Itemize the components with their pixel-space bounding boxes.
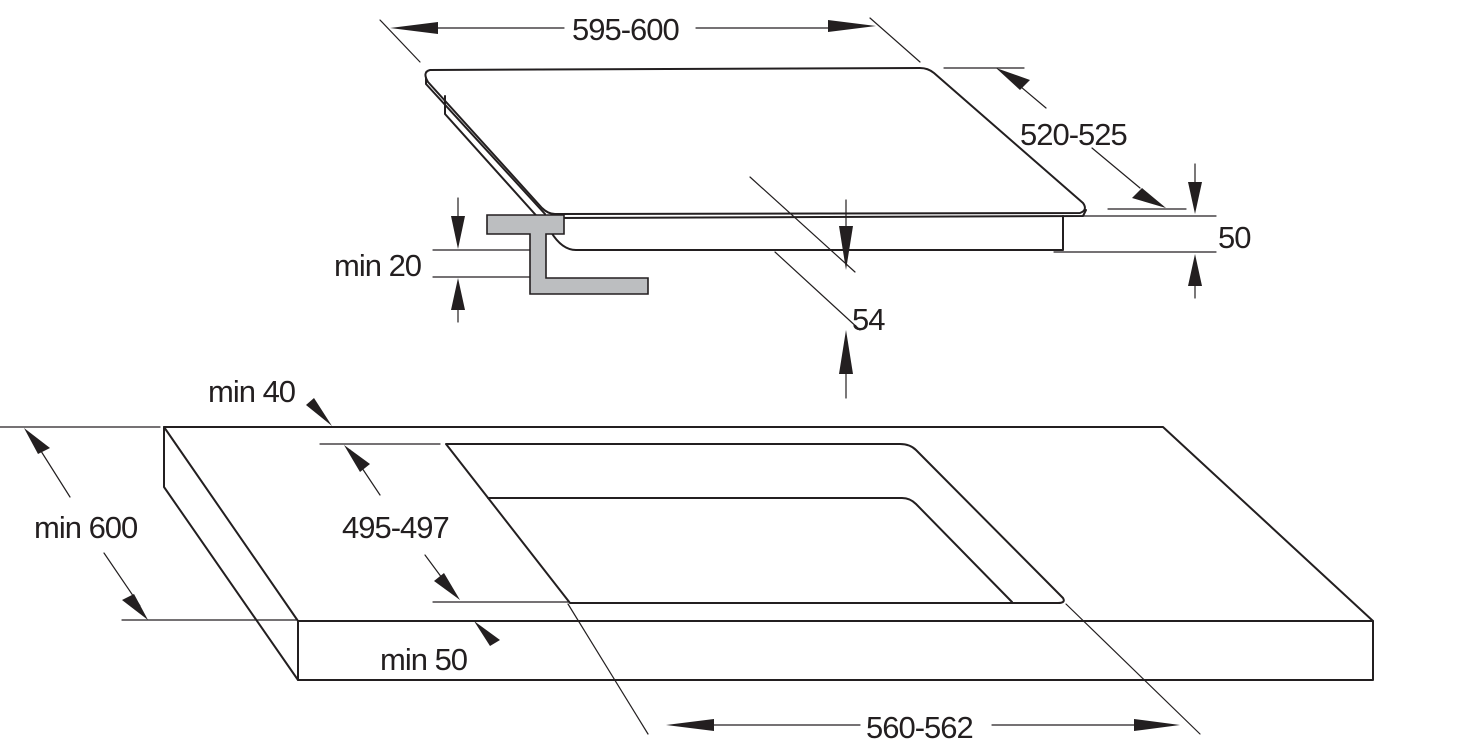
label-rear-margin: min 40 xyxy=(208,374,296,409)
cutout-inner-edge xyxy=(487,497,1013,603)
cutout-outline xyxy=(445,443,1065,604)
label-clearance: 54 xyxy=(852,302,885,337)
dim-cutout-width: 560-562 xyxy=(567,603,1201,745)
dim-cutout-depth: 495-497 xyxy=(342,445,569,603)
dim-hob-depth: 520-525 xyxy=(943,67,1187,210)
dim-clearance: 54 xyxy=(749,176,886,399)
label-bracket-min: min 20 xyxy=(334,248,422,283)
dim-hob-height: 50 xyxy=(1053,163,1252,299)
dim-front-margin: min 50 xyxy=(380,621,500,677)
label-cutout-depth: 495-497 xyxy=(342,510,449,545)
hob-glass-edge xyxy=(425,77,546,215)
worktop-front xyxy=(297,620,1374,681)
dim-bracket-min: min 20 xyxy=(334,197,531,323)
label-hob-height: 50 xyxy=(1218,220,1251,255)
dim-hob-width: 595-600 xyxy=(379,12,921,63)
mounting-bracket xyxy=(486,214,649,295)
label-front-margin: min 50 xyxy=(380,642,468,677)
worktop-side xyxy=(163,426,299,681)
dim-rear-margin: min 40 xyxy=(208,374,441,445)
worktop xyxy=(163,426,1374,681)
label-hob-width: 595-600 xyxy=(572,12,680,47)
dim-worktop-depth: min 600 xyxy=(0,426,297,621)
hob xyxy=(424,67,1087,295)
label-worktop-depth: min 600 xyxy=(34,510,138,545)
label-hob-depth: 520-525 xyxy=(1020,117,1127,152)
label-cutout-width: 560-562 xyxy=(866,710,973,745)
